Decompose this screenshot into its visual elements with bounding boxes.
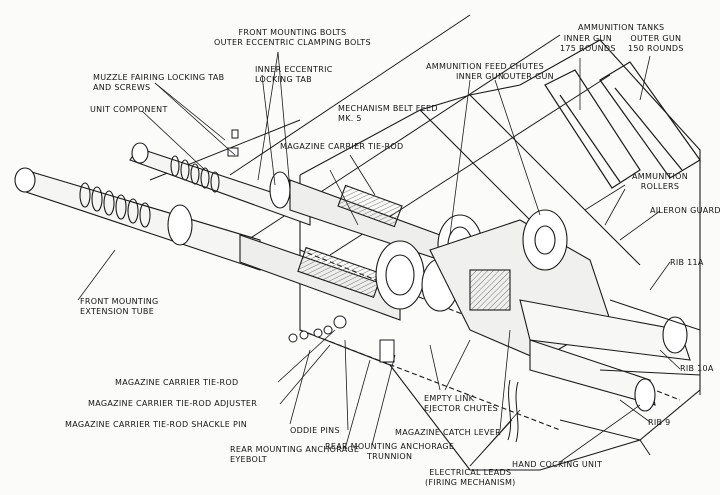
label-tie-rod-shackle-pin: MAGAZINE CARRIER TIE-ROD SHACKLE PIN: [65, 420, 248, 429]
inner-gun: [129, 142, 483, 276]
loose-parts: [227, 129, 519, 443]
ribs: [559, 299, 701, 456]
label-feed-outer-gun: OUTER GUN: [503, 72, 554, 81]
label-electrical-leads: ELECTRICAL LEADS (FIRING MECHANISM): [425, 468, 516, 487]
label-empty-link-ejector-chutes: EMPTY LINK EJECTOR CHUTES: [424, 394, 499, 413]
label-magazine-catch-lever: MAGAZINE CATCH LEVER: [395, 428, 501, 437]
label-rib-11a: RIB 11A: [670, 258, 704, 267]
label-oddie-pins: ODDIE PINS: [290, 426, 340, 435]
label-feed-inner-gun: INNER GUN: [456, 72, 505, 81]
label-tie-rod-adjuster: MAGAZINE CARRIER TIE-ROD ADJUSTER: [88, 399, 258, 408]
label-front-mounting-bolts: FRONT MOUNTING BOLTS OUTER ECCENTRIC CLA…: [214, 28, 371, 47]
label-rear-mounting-anchorage-eyebolt: REAR MOUNTING ANCHORAGE EYEBOLT: [230, 445, 360, 464]
label-rear-mounting-anchorage-trunnion: REAR MOUNTING ANCHORAGE TRUNNION: [325, 442, 455, 461]
breech-mechanism: [429, 209, 691, 412]
leader-lines: [77, 51, 681, 467]
label-front-mounting-extension-tube: FRONT MOUNTING EXTENSION TUBE: [80, 297, 159, 316]
label-aileron-guard: AILERON GUARD: [650, 206, 720, 215]
label-unit-component: UNIT COMPONENT: [90, 105, 168, 114]
label-ammunition-feed-chutes: AMMUNITION FEED CHUTES: [426, 62, 545, 71]
label-ammunition-rollers: AMMUNITION ROLLERS: [632, 172, 689, 191]
label-hand-cocking-unit: HAND COCKING UNIT: [512, 460, 603, 469]
outer-gun: [14, 167, 459, 321]
label-muzzle-fairing: MUZZLE FAIRING LOCKING TAB AND SCREWS: [93, 73, 225, 92]
label-inner-eccentric-locking-tab: INNER ECCENTRIC LOCKING TAB: [255, 65, 333, 84]
ammunition-tanks: [544, 61, 701, 189]
label-tanks-inner-gun: INNER GUN 175 ROUNDS: [560, 34, 616, 53]
label-rib-9: RIB 9: [648, 418, 671, 427]
label-magazine-carrier-tie-rod-top: MAGAZINE CARRIER TIE-ROD: [280, 142, 404, 151]
label-tanks-outer-gun: OUTER GUN 150 ROUNDS: [628, 34, 684, 53]
label-magazine-carrier-tie-rod: MAGAZINE CARRIER TIE-ROD: [115, 378, 239, 387]
label-rib-10a: RIB 10A: [680, 364, 714, 373]
label-ammunition-tanks: AMMUNITION TANKS: [578, 23, 665, 32]
label-mechanism-belt-feed: MECHANISM BELT FEED MK. 5: [338, 104, 438, 123]
